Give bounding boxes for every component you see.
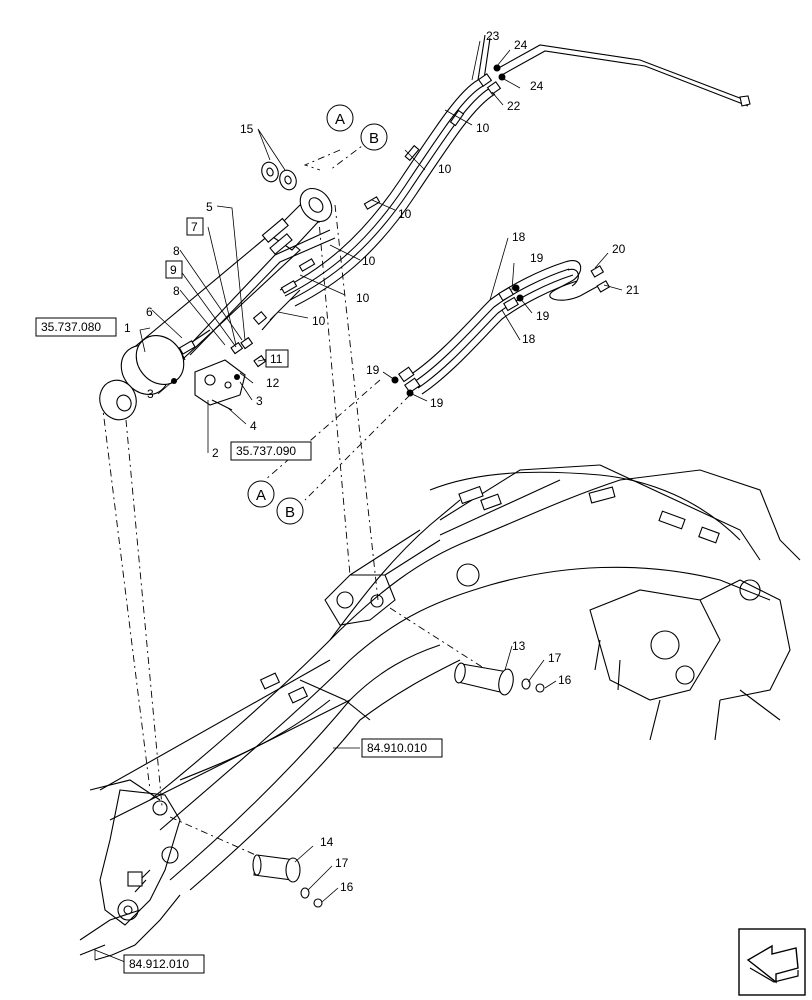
pin-14 [252, 854, 323, 908]
connector-b-top [360, 123, 388, 151]
callout-9-box [165, 260, 183, 279]
callout-10e: 10 [356, 291, 370, 305]
callout-13: 13 [512, 639, 526, 653]
ref-label-3[interactable]: 84.910.010 [367, 741, 427, 755]
callout-19c: 19 [366, 363, 380, 377]
callout-11-box [265, 349, 289, 368]
callout-10a: 10 [476, 121, 490, 135]
callout-8a: 8 [173, 244, 180, 258]
ref-box-1[interactable] [35, 317, 117, 337]
connector-b-bottom-label: B [285, 504, 295, 521]
callout-23: 23 [486, 29, 500, 43]
connector-a-bottom-label: A [256, 487, 266, 504]
callout-10b: 10 [438, 162, 452, 176]
callout-10f: 10 [312, 314, 326, 328]
callout-20: 20 [612, 242, 626, 256]
hoses-18 [391, 260, 611, 397]
callout-1: 1 [124, 321, 131, 335]
callout-19a: 19 [530, 251, 544, 265]
hydraulic-lines-10 [261, 34, 751, 331]
callout-7-box [186, 217, 204, 236]
callout-7: 7 [191, 220, 198, 234]
ref-box-2[interactable] [230, 441, 312, 461]
callout-22: 22 [507, 99, 521, 113]
callout-labels: 1 2 3 3 4 5 6 7 8 9 8 10 10 10 10 10 10 … [124, 29, 640, 894]
callout-14: 14 [320, 835, 334, 849]
callout-18a: 18 [512, 230, 526, 244]
callout-16b: 16 [340, 880, 354, 894]
callout-3b: 3 [256, 394, 263, 408]
callout-8b: 8 [173, 284, 180, 298]
callout-10d: 10 [362, 254, 376, 268]
callout-2: 2 [212, 446, 219, 460]
callout-9: 9 [170, 263, 177, 277]
callout-19d: 19 [430, 396, 444, 410]
ref-label-4[interactable]: 84.912.010 [129, 957, 189, 971]
callout-5: 5 [206, 200, 213, 214]
reference-boxes: 35.737.080 35.737.090 84.910.010 84.912.… [35, 317, 443, 974]
callout-16a: 16 [558, 673, 572, 687]
callout-3a: 3 [147, 387, 154, 401]
ref-box-4[interactable] [123, 954, 205, 974]
connector-b-bottom [276, 497, 304, 525]
callout-11: 11 [270, 352, 283, 366]
callout-21: 21 [626, 283, 640, 297]
callout-24a: 24 [514, 38, 528, 52]
callout-10c: 10 [398, 207, 412, 221]
ref-label-2[interactable]: 35.737.090 [236, 444, 296, 458]
connector-a-top [326, 104, 354, 132]
ref-label-1[interactable]: 35.737.080 [41, 320, 101, 334]
connector-a-bottom [247, 480, 275, 508]
ref-box-3[interactable] [361, 738, 443, 758]
callout-6: 6 [146, 305, 153, 319]
leader-lines [94, 40, 623, 965]
callout-19b: 19 [536, 309, 550, 323]
callout-15: 15 [240, 122, 254, 136]
connector-a-top-label: A [335, 111, 345, 128]
callout-12: 12 [266, 376, 280, 390]
boom-cylinder [99, 161, 336, 421]
callout-17a: 17 [548, 651, 562, 665]
connector-markers: A B A B [247, 104, 388, 525]
callout-24b: 24 [530, 79, 544, 93]
boom [79, 464, 801, 961]
connector-b-top-label: B [369, 130, 379, 147]
callout-4: 4 [250, 419, 257, 433]
arrow-left-icon[interactable] [738, 928, 806, 996]
callout-18b: 18 [522, 332, 536, 346]
callout-17b: 17 [335, 856, 349, 870]
